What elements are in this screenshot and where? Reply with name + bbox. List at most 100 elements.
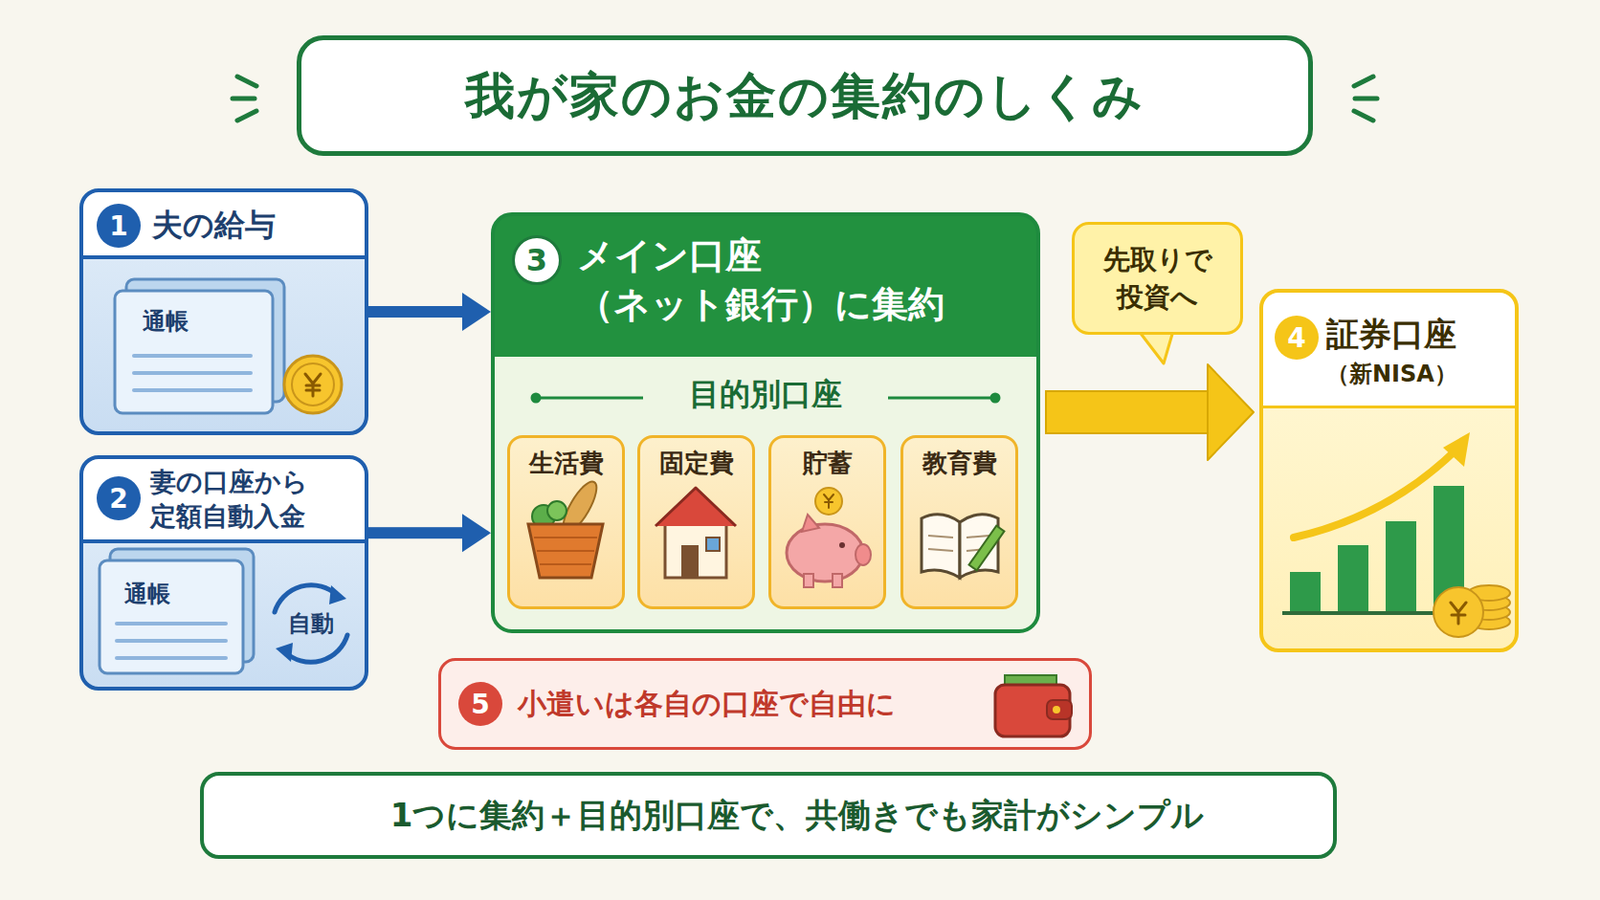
notebook-icon (969, 526, 1005, 572)
coin-stack-icon (1467, 604, 1511, 621)
basket-icon (532, 505, 556, 529)
allowance-box: 5 小遣いは各自の口座で自由に (438, 658, 1092, 751)
title-box: 我が家のお金の集約のしくみ (296, 35, 1313, 156)
coin-stack-icon (1467, 585, 1511, 601)
box-heading: 妻の口座から定額自動入金 (150, 465, 325, 535)
purpose-rule (991, 394, 1000, 402)
arrow-head (462, 292, 491, 332)
coin-stack-icon (1467, 614, 1511, 630)
house-icon (665, 522, 727, 578)
flow-arrow (368, 513, 491, 553)
title-sparks (237, 76, 257, 87)
arrow-shaft (368, 527, 464, 539)
passbook-icon (116, 656, 226, 661)
box-subheading: （新NISA） (1326, 359, 1509, 389)
edge-label: 先取りで投資へ (1097, 241, 1218, 316)
house-icon (655, 488, 736, 527)
passbook-icon (116, 622, 226, 626)
notebook-icon (928, 535, 990, 552)
basket-icon (533, 537, 598, 565)
growth-chart (1282, 611, 1482, 616)
auto-cycle-icon (285, 635, 348, 663)
purpose-account: 教育費 (900, 435, 1019, 610)
basket-icon (528, 524, 603, 578)
passbook-icon (126, 279, 285, 402)
piggy-bank-icon (786, 524, 864, 582)
income-box: 1夫の給与通帳 (79, 188, 369, 436)
wallet-icon (1004, 675, 1057, 699)
notebook-icon (966, 549, 986, 552)
passbook-icon (133, 354, 251, 358)
arrow-shaft (368, 306, 464, 318)
piggy-bank-icon (786, 488, 871, 588)
box-heading: 夫の給与 (152, 205, 356, 245)
coin-stack-icon (1467, 595, 1511, 611)
passbook-icon (114, 290, 273, 414)
arrow-head (1207, 364, 1254, 461)
piggy-bank-icon (815, 488, 843, 515)
basket-icon (528, 477, 603, 578)
piggy-bank-icon (832, 574, 843, 588)
piggy-bank-icon (839, 542, 845, 549)
title: 我が家のお金の集約のしくみ (465, 65, 1145, 128)
callout-number: 4 (1274, 315, 1319, 360)
purpose-rule (532, 394, 540, 402)
callout-number: 5 (458, 682, 503, 727)
yen-coin-icon (284, 355, 342, 414)
box-heading: メイン口座（ネット銀行）に集約 (577, 231, 970, 331)
passbook-icon (116, 639, 226, 644)
wallet-icon (1052, 706, 1061, 714)
auto-cycle-icon (274, 585, 348, 664)
title-sparks (237, 111, 257, 121)
notebook-icon (966, 535, 990, 538)
wallet-icon (995, 685, 1070, 737)
basket-icon (556, 477, 602, 537)
caption-box: 1つに集約＋目的別口座で、共働きでも家計がシンプル (200, 772, 1337, 860)
growth-chart (1337, 545, 1369, 613)
coin-stack-icon (1433, 585, 1511, 638)
account-label: 教育費 (903, 447, 1016, 480)
house-icon (706, 537, 720, 552)
purpose-account: 生活費 (507, 435, 625, 610)
basket-icon (533, 536, 598, 539)
notebook-icon (921, 514, 960, 578)
title-sparks (232, 96, 255, 102)
coin-stack-icon (1450, 602, 1467, 624)
title-sparks (1354, 76, 1374, 87)
note-text: 小遣いは各自の口座で自由に (517, 686, 978, 723)
passbook-icon (116, 623, 226, 659)
basket-icon (547, 501, 567, 521)
group-heading: 目的別口座 (494, 375, 1037, 414)
growth-chart (1385, 521, 1417, 613)
growth-chart (1433, 486, 1465, 613)
purpose-account: 貯蓄 (768, 435, 887, 610)
purpose-rule (888, 397, 996, 400)
passbook-label: 通帳 (142, 307, 229, 336)
basket-icon (536, 550, 595, 553)
piggy-bank-icon (823, 494, 834, 509)
title-sparks (1354, 111, 1374, 121)
growth-chart (1443, 432, 1470, 467)
passbook-icon (99, 549, 254, 674)
piggy-bank-icon (855, 544, 871, 566)
purpose-rule (532, 394, 1000, 402)
main-account-box: 3メイン口座（ネット銀行）に集約目的別口座生活費固定費貯蓄教育費 (490, 212, 1041, 634)
house-icon (681, 545, 699, 578)
piggy-bank-icon (803, 574, 814, 588)
growth-chart (1293, 449, 1457, 538)
arrow-shaft (1045, 391, 1209, 434)
growth-chart (1282, 432, 1482, 614)
passbook-icon (133, 371, 251, 376)
account-label: 生活費 (510, 447, 623, 480)
bubble-tail (1138, 331, 1174, 364)
securities-box: 4証券口座（新NISA） (1259, 288, 1519, 653)
auto-cycle-icon (275, 643, 293, 663)
account-label: 固定費 (640, 447, 753, 480)
notebook-icon (959, 514, 999, 578)
auto-cycle-icon (329, 585, 347, 605)
passbook-icon (133, 388, 251, 393)
house-icon (655, 488, 736, 578)
